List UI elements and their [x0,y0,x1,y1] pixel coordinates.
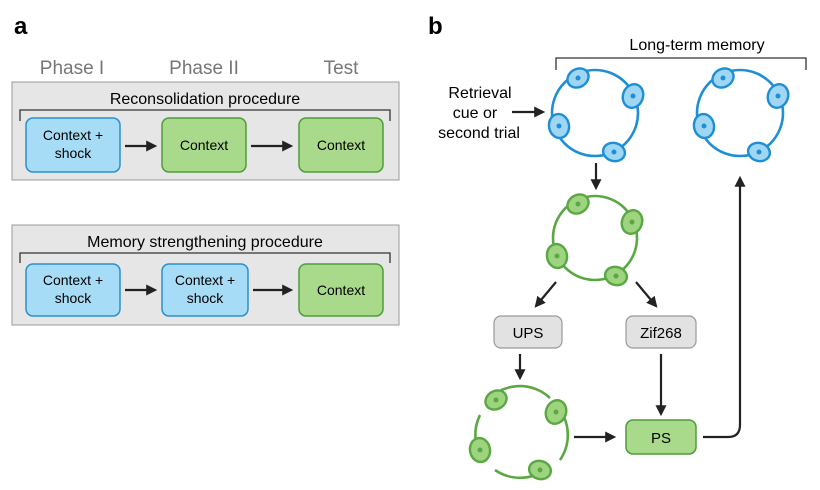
retrieval-cue-line-2: cue or [453,105,498,122]
ups-label: UPS [513,325,544,342]
recon-step-1-line-1: Context + [43,127,103,143]
strength-step-3-line-1: Context [317,282,365,298]
recon-step-3-box: Context [298,117,384,173]
green-neuron-ring-middle [545,193,644,287]
ups-box: UPS [493,315,563,349]
strength-step-1-line-1: Context + [43,272,103,288]
reconsolidation-procedure-panel: Reconsolidation procedure Context + shoc… [11,81,400,181]
recon-step-2-line-1: Context [180,137,228,153]
blue-neuron-ring-left [547,67,645,163]
zif268-box: Zif268 [625,315,697,349]
green-neuron-ring-bottom [468,384,570,481]
phase-label-1: Phase I [40,58,104,79]
strength-step-2-line-1: Context + [175,272,235,288]
phase-label-2: Phase II [169,58,239,79]
panel-b-letter: b [428,13,443,40]
strength-step-3-box: Context [298,263,384,317]
ps-label: PS [651,430,671,447]
long-term-memory-bracket [555,57,807,70]
recon-step-1-line-2: shock [55,145,93,161]
retrieval-cue-line-1: Retrieval [448,85,511,102]
strengthening-title: Memory strengthening procedure [87,234,323,251]
strength-step-2-box: Context + shock [161,263,249,317]
long-term-memory-label: Long-term memory [629,37,764,54]
panel-a-letter: a [14,13,28,40]
reconsolidation-title: Reconsolidation procedure [110,91,300,108]
strengthening-bracket [19,252,391,263]
blue-neuron-ring-right [692,67,790,163]
zif268-label: Zif268 [640,325,682,342]
recon-step-2-box: Context [161,117,247,173]
retrieval-cue-line-3: second trial [438,125,520,142]
arrow-ps-to-long-term-memory [703,175,746,439]
reconsolidation-bracket [19,109,391,121]
strength-step-1-box: Context + shock [25,263,121,317]
arrow-to-zif268 [635,281,658,308]
recon-step-3-line-1: Context [317,137,365,153]
ps-box: PS [625,419,697,455]
recon-step-1-box: Context + shock [25,117,121,173]
strength-step-1-line-2: shock [55,290,93,306]
strength-step-2-line-2: shock [187,290,225,306]
phase-label-3: Test [324,58,360,79]
memory-strengthening-procedure-panel: Memory strengthening procedure Context +… [11,224,400,326]
arrow-to-ups [534,281,557,308]
